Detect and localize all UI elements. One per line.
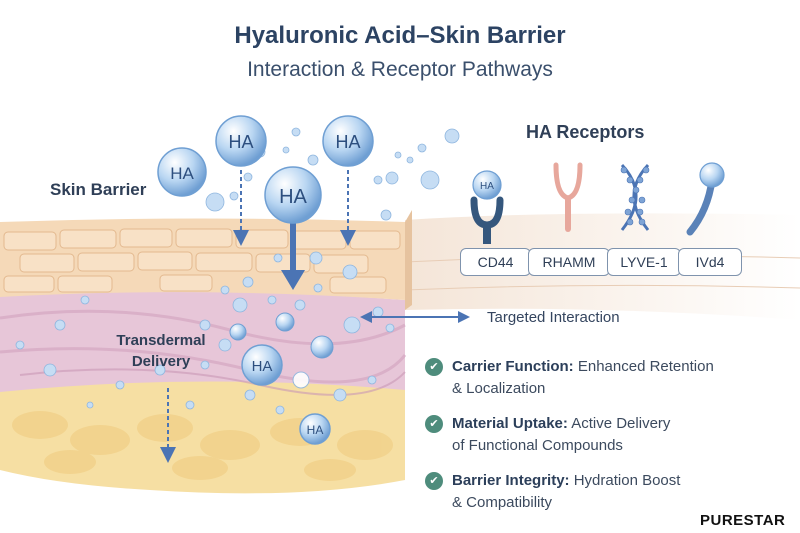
- page-title: Hyaluronic Acid–Skin Barrier: [234, 22, 566, 49]
- brand-watermark: PURESTAR: [700, 512, 786, 529]
- receptor-label-ivd4: IVd4: [678, 248, 742, 276]
- receptor-label-lyve1: LYVE-1: [607, 248, 681, 276]
- transdermal-line-2: Delivery: [131, 353, 191, 370]
- ha-molecule-left: HA: [157, 147, 207, 197]
- transdermal-delivery-label: Transdermal Delivery: [96, 330, 226, 372]
- skin-barrier-label: Skin Barrier: [50, 180, 147, 199]
- svg-text:HA: HA: [279, 186, 307, 208]
- svg-text:HA: HA: [228, 132, 253, 152]
- targeted-interaction-arrow: [360, 311, 470, 323]
- skin-cross-section: [0, 210, 412, 494]
- ha-molecule-top: HA: [215, 115, 267, 167]
- svg-text:HA: HA: [335, 132, 360, 152]
- ha-molecule-dermis: HA: [241, 344, 283, 386]
- ha-receptors-title: HA Receptors: [526, 122, 645, 142]
- svg-text:HA: HA: [170, 164, 194, 183]
- ha-molecule-large: HA: [264, 166, 322, 224]
- page-subtitle: Interaction & Receptor Pathways: [247, 58, 553, 81]
- check-icon: ✔: [425, 358, 443, 376]
- transdermal-line-1: Transdermal: [116, 332, 206, 349]
- feature-text-line2: & Localization: [452, 380, 546, 397]
- main-penetration-arrow: [281, 222, 305, 290]
- feature-title: Carrier Function:: [452, 358, 574, 375]
- targeted-interaction-label: Targeted Interaction: [487, 309, 620, 326]
- svg-text:HA: HA: [307, 423, 324, 437]
- ha-molecule-right: HA: [322, 115, 374, 167]
- feature-title: Barrier Integrity:: [452, 472, 570, 489]
- feature-text: Active Delivery: [567, 415, 671, 432]
- ha-molecule-deep: HA: [299, 413, 331, 445]
- receptor-label-rhamm: RHAMM: [528, 248, 610, 276]
- svg-text:HA: HA: [480, 181, 494, 192]
- ivd4-receptor-icon: [686, 162, 725, 236]
- feature-text: Enhanced Retention: [573, 358, 714, 375]
- cd44-receptor-icon: HA: [470, 170, 504, 244]
- rhamm-receptor-icon: [553, 162, 583, 232]
- feature-text-line2: & Compatibility: [452, 494, 553, 511]
- check-icon: ✔: [425, 472, 443, 490]
- check-icon: ✔: [425, 415, 443, 433]
- lyve1-receptor-icon: [620, 163, 650, 231]
- feature-text-line2: of Functional Compounds: [452, 437, 623, 454]
- diffusion-arrows: [160, 170, 356, 463]
- ha-small-particles: [229, 312, 334, 389]
- svg-text:HA: HA: [252, 358, 273, 375]
- receptor-label-cd44: CD44: [460, 248, 531, 276]
- feature-title: Material Uptake:: [452, 415, 568, 432]
- feature-text: Hydration Boost: [569, 472, 681, 489]
- bubbles: [15, 127, 460, 415]
